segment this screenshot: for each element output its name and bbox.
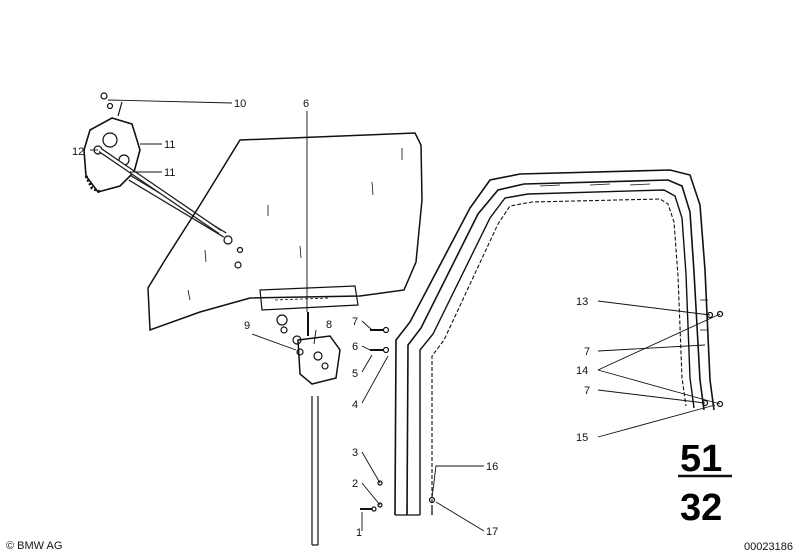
callout-17: 17	[486, 526, 498, 538]
document-number: 00023186	[744, 541, 793, 553]
window-frame-seal	[394, 169, 715, 516]
callout-7-right-lower: 7	[584, 385, 590, 397]
callout-13: 13	[576, 296, 588, 308]
callout-12: 12	[72, 146, 84, 158]
callout-11-lower: 11	[164, 167, 175, 179]
callout-11-upper: 11	[164, 139, 175, 151]
leader-lines	[90, 99, 721, 532]
callout-6-center: 6	[352, 341, 358, 353]
window-regulator	[83, 92, 244, 269]
door-window-glass	[147, 132, 423, 334]
group-number-bottom: 32	[680, 487, 722, 529]
callout-5: 5	[352, 368, 358, 380]
callout-2: 2	[352, 478, 358, 490]
callout-4: 4	[352, 399, 358, 411]
callout-6: 6	[303, 98, 309, 110]
fasteners-center	[360, 326, 436, 512]
callout-10: 10	[234, 98, 246, 110]
callouts: 10 6 11 12 11 9 8 7 6 5 4 3 2 1 16 17 13…	[72, 98, 590, 539]
callout-1: 1	[356, 527, 362, 539]
callout-15: 15	[576, 432, 588, 444]
callout-7-right-upper: 7	[584, 346, 590, 358]
callout-14: 14	[576, 365, 588, 377]
callout-16: 16	[486, 461, 498, 473]
callout-8: 8	[326, 319, 332, 331]
callout-3: 3	[352, 447, 358, 459]
callout-7-center: 7	[352, 316, 358, 328]
window-guide-rail	[292, 312, 341, 546]
callout-9: 9	[244, 320, 250, 332]
copyright-label: © BMW AG	[6, 540, 63, 552]
fasteners-right	[701, 310, 724, 408]
group-number-top: 51	[680, 438, 722, 480]
